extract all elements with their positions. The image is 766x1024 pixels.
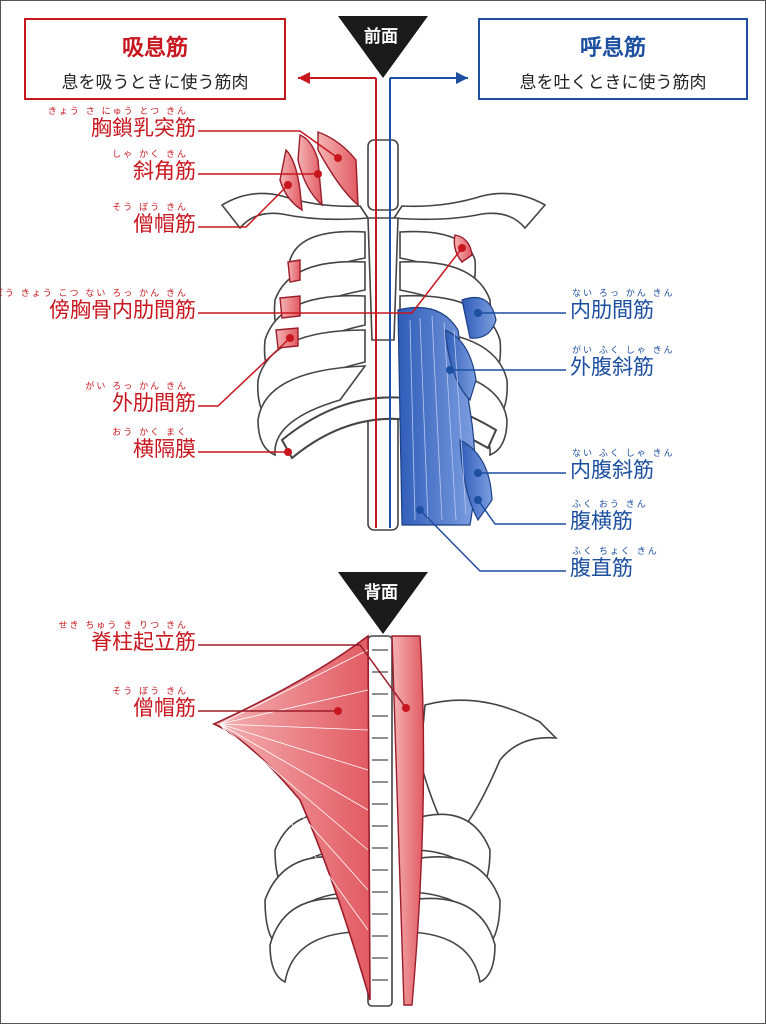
muscle-label-internal-intercostal: 内肋間筋 — [570, 298, 654, 322]
exhale-leader-dots — [416, 309, 482, 514]
muscle-ruby: しゃ かく きん — [112, 150, 188, 160]
exhale-legend-box: 呼息筋 息を吐くときに使う筋肉 — [478, 18, 748, 100]
muscle-label-trapezius-front: 僧帽筋 — [133, 212, 196, 236]
muscle-label-erector-spinae: 脊柱起立筋 — [91, 630, 196, 654]
inhale-title: 吸息筋 — [121, 36, 188, 61]
muscle-label-diaphragm: 横隔膜 — [133, 437, 196, 461]
back-view-marker — [338, 572, 428, 634]
muscle-ruby: ふく ちょく きん — [572, 547, 659, 557]
inhale-legend-box: 吸息筋 息を吸うときに使う筋肉 — [24, 18, 286, 100]
exhale-title: 呼息筋 — [579, 36, 646, 61]
front-blue-fiber-lines — [409, 315, 467, 521]
back-trapezius-shape — [212, 634, 371, 1001]
exhale-leader-lines — [419, 312, 566, 572]
muscle-label-scalene: 斜角筋 — [133, 159, 196, 183]
back-leader-lines — [198, 644, 407, 712]
muscle-ruby: がい ふく しゃ きん — [572, 346, 675, 356]
inhale-subtitle: 息を吸うときに使う筋肉 — [61, 73, 249, 93]
front-view-label: 前面 — [364, 27, 398, 47]
muscle-label-internal-oblique: 内腹斜筋 — [570, 458, 654, 482]
muscle-ruby: ない ろっ かん きん — [572, 289, 675, 299]
muscle-ruby: おう かく まく — [112, 428, 188, 438]
muscle-ruby: ふく おう きん — [572, 500, 648, 510]
muscle-ruby: そう ぼう きん — [112, 203, 188, 213]
back-erector-shape — [391, 635, 425, 1006]
muscle-ruby: そう ぼう きん — [112, 687, 188, 697]
muscle-label-external-oblique: 外腹斜筋 — [570, 355, 654, 379]
muscle-ruby: きょう さ にゅう とつ きん — [47, 107, 188, 117]
muscle-label-external-intercostal: 外肋間筋 — [112, 391, 196, 415]
muscle-label-transversus: 腹横筋 — [570, 509, 633, 533]
muscle-ruby: せき ちゅう き りつ きん — [58, 621, 188, 631]
back-vertebrae-ticks — [372, 649, 388, 981]
front-skeleton — [220, 139, 547, 531]
muscle-ruby: がい ろっ かん きん — [85, 382, 188, 392]
inhale-leader-lines — [198, 130, 463, 453]
muscle-label-trapezius-back: 僧帽筋 — [133, 696, 196, 720]
back-view-label: 背面 — [364, 583, 398, 603]
muscle-ruby: ぼう きょう こつ ない ろっ かん きん — [0, 289, 188, 299]
trapezius-fiber-lines — [219, 649, 369, 931]
inhale-leader-dots — [284, 154, 466, 456]
front-view-marker — [338, 16, 428, 78]
muscle-label-parasternal: 傍胸骨内肋間筋 — [49, 298, 196, 322]
exhale-subtitle: 息を吐くときに使う筋肉 — [519, 73, 707, 93]
muscle-label-rectus: 腹直筋 — [570, 556, 633, 580]
muscle-label-scm: 胸鎖乳突筋 — [91, 116, 196, 140]
muscle-ruby: ない ふく しゃ きん — [572, 449, 675, 459]
